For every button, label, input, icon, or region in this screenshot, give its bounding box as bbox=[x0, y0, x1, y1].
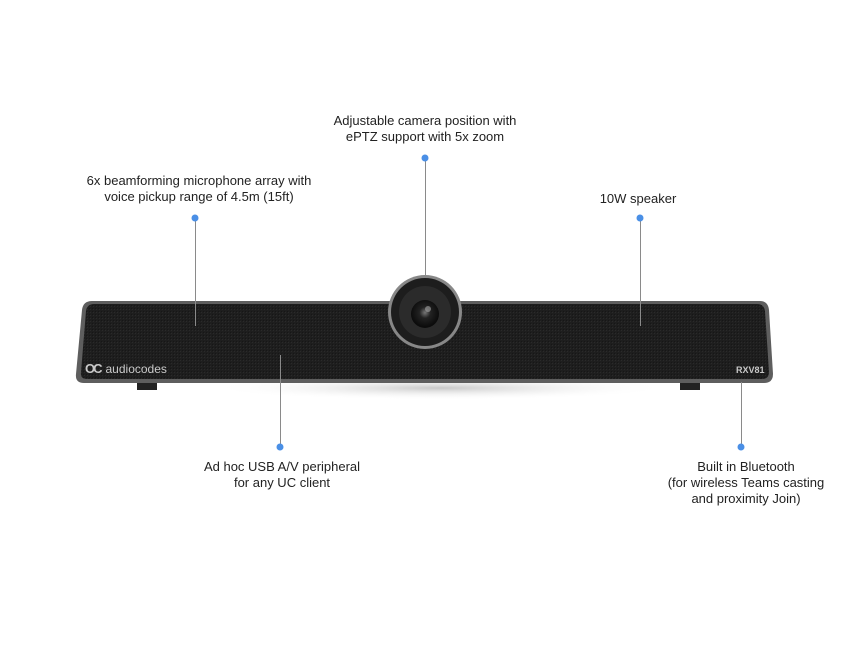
microphone-callout: 6x beamforming microphone array with voi… bbox=[87, 173, 312, 205]
speaker-dot bbox=[636, 214, 644, 222]
camera-callout: Adjustable camera position with ePTZ sup… bbox=[334, 113, 517, 145]
callout-line: Built in Bluetooth bbox=[697, 459, 795, 474]
callout-line: and proximity Join) bbox=[691, 491, 801, 506]
camera-dot bbox=[421, 154, 429, 162]
bluetooth-dot bbox=[737, 443, 745, 451]
speaker-leader-line bbox=[640, 218, 641, 326]
model-label: RXV81 bbox=[736, 365, 765, 375]
microphone-dot bbox=[191, 214, 199, 222]
usb-leader-line bbox=[280, 355, 281, 447]
microphone-leader-line bbox=[195, 218, 196, 326]
usb-dot bbox=[276, 443, 284, 451]
bluetooth-callout: Built in Bluetooth (for wireless Teams c… bbox=[668, 459, 825, 507]
camera-leader-line bbox=[425, 158, 426, 276]
callout-line: ePTZ support with 5x zoom bbox=[345, 129, 505, 144]
callout-line: voice pickup range of 4.5m (15ft) bbox=[104, 189, 294, 204]
speaker-callout: 10W speaker bbox=[600, 191, 677, 207]
callout-line: 10W speaker bbox=[599, 191, 677, 206]
callout-line: 6x beamforming microphone array with bbox=[86, 173, 312, 188]
callout-line: Adjustable camera position with bbox=[333, 113, 517, 128]
bluetooth-leader-line bbox=[741, 382, 742, 447]
callout-line: (for wireless Teams casting bbox=[667, 475, 825, 490]
usb-callout: Ad hoc USB A/V peripheral for any UC cli… bbox=[204, 459, 360, 491]
callout-line: Ad hoc USB A/V peripheral bbox=[203, 459, 361, 474]
callout-line: for any UC client bbox=[233, 475, 331, 490]
